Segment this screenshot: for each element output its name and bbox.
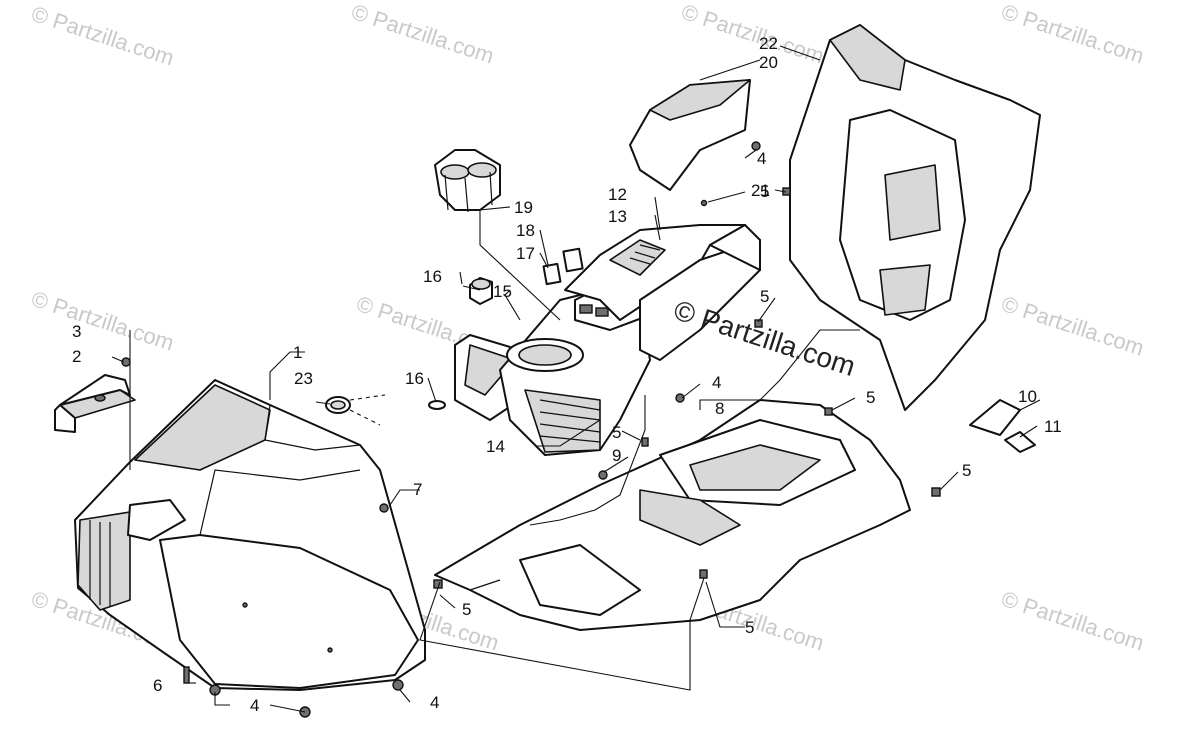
cup-ring-part-16 bbox=[428, 277, 493, 410]
watermark: © Partzilla.com bbox=[28, 286, 177, 356]
fastener-part-9 bbox=[598, 470, 608, 480]
clip-5 bbox=[699, 569, 708, 579]
callout-16: 16 bbox=[405, 369, 424, 388]
watermark: © Partzilla.com bbox=[998, 0, 1147, 69]
callout-7: 7 bbox=[413, 480, 422, 499]
callouts: 1 2 3 4 4 4 4 5 5 5 5 5 5 5 6 7 8 9 10 1… bbox=[72, 34, 1062, 715]
callout-20: 20 bbox=[759, 53, 778, 72]
callout-13: 13 bbox=[608, 207, 627, 226]
rear-cover-part-20 bbox=[629, 79, 751, 191]
callout-22: 22 bbox=[759, 34, 778, 53]
callout-21: 21 bbox=[751, 181, 770, 200]
callout-5: 5 bbox=[745, 618, 754, 637]
fastener-4 bbox=[675, 393, 685, 403]
callout-17: 17 bbox=[516, 244, 535, 263]
callout-5: 5 bbox=[760, 287, 769, 306]
callout-15: 15 bbox=[493, 282, 512, 301]
clip-5 bbox=[931, 487, 941, 497]
callout-5: 5 bbox=[612, 423, 621, 442]
callout-10: 10 bbox=[1018, 387, 1037, 406]
callout-23: 23 bbox=[294, 369, 313, 388]
front-body-panel-part-1 bbox=[74, 379, 426, 691]
watermark: © Partzilla.com bbox=[998, 586, 1147, 656]
callout-18: 18 bbox=[516, 221, 535, 240]
callout-4: 4 bbox=[430, 693, 439, 712]
clip-5 bbox=[641, 437, 649, 447]
callout-5: 5 bbox=[462, 600, 471, 619]
callout-14: 14 bbox=[486, 437, 505, 456]
callout-16: 16 bbox=[423, 267, 442, 286]
callout-4: 4 bbox=[757, 149, 766, 168]
leader-lines bbox=[111, 45, 1041, 713]
grommet-part-23 bbox=[325, 394, 386, 426]
watermark: © Partzilla.com bbox=[348, 0, 497, 69]
watermark: © Partzilla.com bbox=[28, 1, 177, 71]
cup-holder-part-19 bbox=[434, 149, 501, 213]
floor-tray-part-8 bbox=[434, 399, 911, 631]
screw-part-6 bbox=[183, 666, 190, 684]
switch-parts-17-18 bbox=[542, 247, 584, 286]
callout-9: 9 bbox=[612, 446, 621, 465]
callout-2: 2 bbox=[72, 347, 81, 366]
callout-4: 4 bbox=[712, 373, 721, 392]
watermark: © Partzilla.com bbox=[998, 291, 1147, 361]
clip-5 bbox=[754, 319, 763, 328]
clip-5 bbox=[824, 407, 833, 416]
callout-19: 19 bbox=[514, 198, 533, 217]
callout-1: 1 bbox=[293, 343, 302, 362]
callout-8: 8 bbox=[715, 399, 724, 418]
callout-5: 5 bbox=[760, 182, 769, 201]
callout-5: 5 bbox=[962, 461, 971, 480]
watermark: © Partzilla.com bbox=[678, 0, 827, 69]
console-top-part-12 bbox=[564, 224, 761, 361]
bracket-part-2 bbox=[54, 374, 136, 433]
callout-6: 6 bbox=[153, 676, 162, 695]
callout-12: 12 bbox=[608, 185, 627, 204]
fastener-4 bbox=[392, 679, 404, 691]
right-panel-part-22 bbox=[789, 24, 1041, 411]
small-cover-part-10 bbox=[969, 399, 1021, 436]
callout-4: 4 bbox=[250, 696, 259, 715]
fastener-part-21 bbox=[700, 199, 708, 207]
callout-11: 11 bbox=[1044, 417, 1062, 436]
callout-3: 3 bbox=[72, 322, 81, 341]
fastener-part-7 bbox=[379, 503, 389, 513]
clip-part-11 bbox=[1004, 431, 1036, 453]
callout-5: 5 bbox=[866, 388, 875, 407]
